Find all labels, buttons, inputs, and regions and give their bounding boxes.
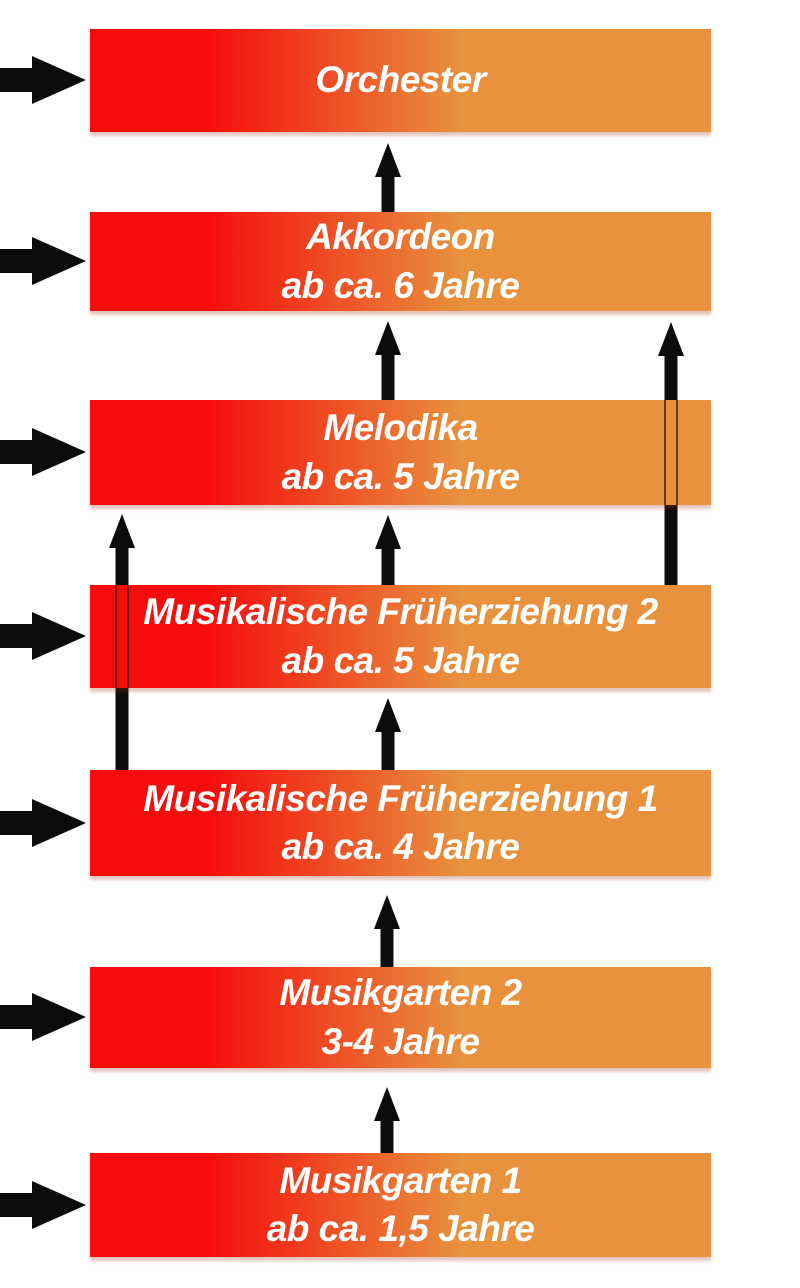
- stage-box-musikgarten-1: Musikgarten 1 ab ca. 1,5 Jahre: [90, 1153, 711, 1257]
- stage-box-orchester: Orchester: [90, 29, 711, 132]
- stage-box-musikalische-frueherziehung-1: Musikalische Früherziehung 1 ab ca. 4 Ja…: [90, 770, 711, 876]
- flow-arrow-melodika-to-akkordeon: [375, 321, 401, 400]
- entry-arrow-musikalische-frueherziehung-2: [0, 612, 86, 660]
- entry-arrow-musikgarten-2: [0, 993, 86, 1041]
- box-title-line: Musikalische Früherziehung 2: [143, 591, 658, 633]
- box-subtitle-line: ab ca. 5 Jahre: [281, 639, 520, 681]
- box-title-line: Melodika: [323, 407, 478, 449]
- flow-arrow-akkordeon-to-orchester: [375, 143, 401, 212]
- box-title-line: Orchester: [315, 59, 486, 101]
- entry-arrow-akkordeon: [0, 237, 86, 285]
- box-title-line: Akkordeon: [306, 216, 495, 258]
- box-subtitle-line: ab ca. 1,5 Jahre: [266, 1208, 535, 1249]
- entry-arrow-melodika: [0, 428, 86, 476]
- box-subtitle-line: 3-4 Jahre: [321, 1020, 481, 1062]
- entry-arrow-musikalische-frueherziehung-1: [0, 799, 86, 847]
- entry-arrow-orchester: [0, 56, 86, 104]
- box-subtitle-line: ab ca. 6 Jahre: [281, 264, 520, 306]
- box-subtitle-line: ab ca. 5 Jahre: [281, 455, 520, 497]
- box-title-line: Musikgarten 1: [279, 1159, 522, 1201]
- flow-arrow-musikgarten1-to-musikgarten2: [374, 1087, 400, 1153]
- stage-box-akkordeon: Akkordeon ab ca. 6 Jahre: [90, 212, 711, 311]
- box-title-line: Musikalische Früherziehung 1: [143, 777, 658, 819]
- arrow-shaft-outline: [676, 400, 678, 505]
- flow-arrow-musikgarten2-to-frueherziehung1: [374, 895, 400, 967]
- flow-arrow-frueherziehung2-to-melodika: [375, 515, 401, 585]
- stage-box-musikalische-frueherziehung-2: Musikalische Früherziehung 2 ab ca. 5 Ja…: [90, 585, 711, 688]
- entry-arrow-musikgarten-1: [0, 1181, 86, 1229]
- stage-box-melodika: Melodika ab ca. 5 Jahre: [90, 400, 711, 505]
- arrow-shaft-outline: [127, 585, 129, 688]
- box-title-line: Musikgarten 2: [279, 972, 522, 1014]
- arrow-shaft-outline: [664, 400, 666, 505]
- flow-arrow-frueherziehung1-to-frueherziehung2: [375, 698, 401, 770]
- stage-box-musikgarten-2: Musikgarten 2 3-4 Jahre: [90, 967, 711, 1068]
- arrow-shaft-outline: [115, 585, 117, 688]
- box-subtitle-line: ab ca. 4 Jahre: [281, 826, 520, 867]
